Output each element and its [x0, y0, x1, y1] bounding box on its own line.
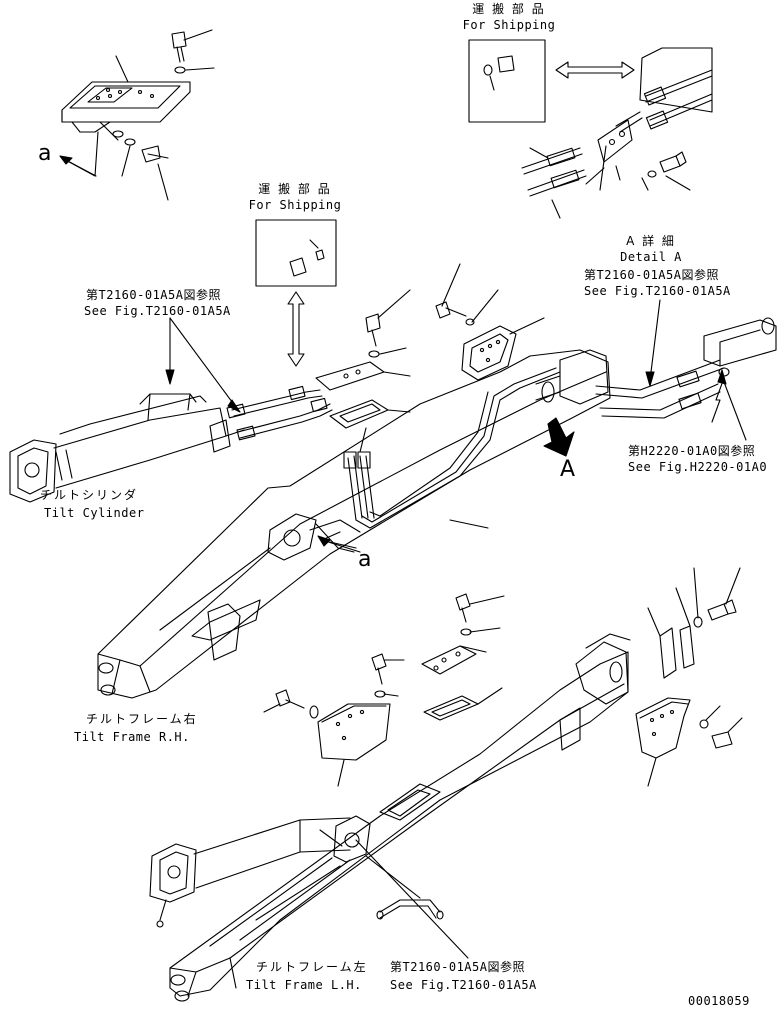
tilt-frame-lh — [169, 633, 631, 1002]
tilt-frame-rh-label-en: Tilt Frame R.H. — [74, 730, 190, 744]
tilt-frame-lh-label-jp: チルトフレーム左 — [256, 960, 368, 974]
tilt-cylinder — [9, 393, 245, 503]
tilt-frame-rh-label-jp: チルトフレーム右 — [86, 712, 198, 726]
shipping-top-label-jp: 運 搬 部 品 — [472, 2, 546, 16]
hose-set-mid — [226, 289, 411, 521]
shipping-box-top — [468, 39, 546, 123]
tilt-cylinder-label-jp: チルトシリンダ — [40, 488, 139, 502]
view-arrow-a-small — [59, 155, 361, 553]
tilt-frame-rh — [97, 349, 611, 699]
oval-cover-and-bolt — [435, 263, 545, 381]
view-a-large-label: A — [560, 457, 576, 482]
detail-a-hose-fittings — [521, 47, 713, 219]
lower-right-parts — [635, 567, 743, 787]
detail-a-label-jp: A 詳 細 — [626, 234, 676, 248]
lower-tilt-cylinder — [149, 815, 469, 959]
tilt-cylinder-label-en: Tilt Cylinder — [44, 506, 145, 520]
tilt-frame-lh-label-en: Tilt Frame L.H. — [246, 978, 362, 992]
shipping-box-mid — [255, 219, 337, 287]
shipping-top-label-en: For Shipping — [462, 18, 556, 32]
ref-t2160-left-en: See Fig.T2160-01A5A — [84, 304, 231, 318]
drawing-number: 00018059 — [688, 994, 750, 1008]
ref-t2160-left-jp: 第T2160-01A5A図参照 — [86, 288, 221, 302]
lower-plates — [263, 593, 505, 787]
double-arrow-top — [555, 61, 635, 79]
detail-a-label-en: Detail A — [620, 250, 682, 264]
reference-leaders — [165, 299, 747, 553]
top-cover-plate-assembly — [61, 29, 215, 201]
shipping-mid-label-jp: 運 搬 部 品 — [258, 182, 332, 196]
ref-t2160-top-en: See Fig.T2160-01A5A — [584, 284, 731, 298]
view-a-small-label-top: a — [38, 141, 52, 166]
view-arrow-a — [543, 417, 575, 457]
view-a-small-label-mid: a — [358, 547, 372, 572]
ref-t2160-bottom-jp: 第T2160-01A5A図参照 — [390, 960, 525, 974]
ref-t2160-top-jp: 第T2160-01A5A図参照 — [584, 268, 719, 282]
ref-t2160-bottom-en: See Fig.T2160-01A5A — [390, 978, 537, 992]
shipping-mid-label-en: For Shipping — [248, 198, 342, 212]
ref-h2220-en: See Fig.H2220-01A0 — [628, 460, 768, 474]
detail-a-block — [595, 317, 777, 423]
double-arrow-mid — [287, 291, 305, 367]
ref-h2220-jp: 第H2220-01A0図参照 — [628, 444, 756, 458]
